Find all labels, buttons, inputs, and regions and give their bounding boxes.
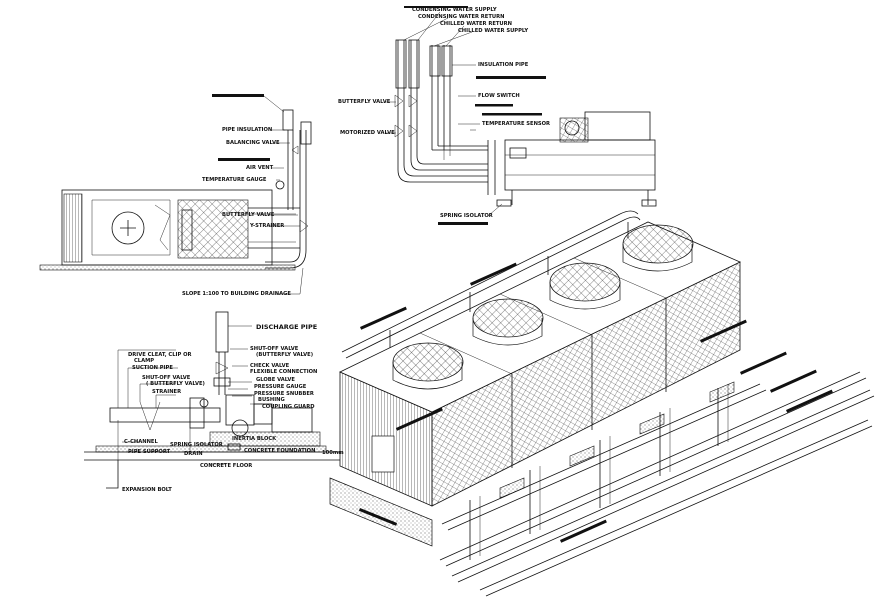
- chiller-tag-bar: [476, 76, 546, 79]
- label-dimension: 100mm: [322, 450, 344, 456]
- label-flexible-connection: FLEXIBLE CONNECTION: [250, 369, 317, 375]
- label-balancing-valve: BALANCING VALVE: [226, 140, 280, 146]
- label-insulation-pipe: INSULATION PIPE: [478, 62, 529, 68]
- label-temperature-gauge: TEMPERATURE GAUGE: [202, 177, 267, 183]
- ahu-tag-bar-2: [218, 158, 270, 161]
- label-concrete-foundation: CONCRETE FOUNDATION: [244, 448, 315, 454]
- ahu-coil: [177, 199, 249, 259]
- label-butterfly-valve: BUTTERFLY VALVE: [222, 212, 275, 218]
- label-spring-isolator-pump: SPRING ISOLATOR: [170, 442, 223, 448]
- label-drain: DRAIN: [184, 451, 203, 457]
- discharge-pipe: [215, 311, 229, 353]
- label-shut-off-valve-top: SHUT-OFF VALVE: [250, 346, 299, 352]
- label-globe-valve: GLOBE VALVE: [256, 377, 295, 383]
- label-motorized-valve: MOTORIZED VALVE: [340, 130, 395, 136]
- ahu-tag-bar: [212, 94, 264, 97]
- pump-casing: [225, 394, 255, 426]
- label-slope-note: SLOPE 1:100 TO BUILDING DRAINAGE: [182, 291, 291, 297]
- label-inertia-block: INERTIA BLOCK: [232, 436, 277, 442]
- label-butterfly-valve-chiller: BUTTERFLY VALVE: [338, 99, 391, 105]
- label-condensing-water-supply: CONDENSING WATER SUPPLY: [412, 7, 497, 13]
- label-spring-isolator-chiller: SPRING ISOLATOR: [440, 213, 493, 219]
- fan-stack-3: [549, 262, 621, 310]
- ahu-filter: [63, 193, 83, 263]
- ahu-fan: [111, 211, 145, 245]
- label-concrete-floor: CONCRETE FLOOR: [200, 463, 252, 469]
- label-chilled-water-supply: CHILLED WATER SUPPLY: [458, 28, 528, 34]
- label-condensing-water-return: CONDENSING WATER RETURN: [418, 14, 504, 20]
- label-flow-switch: FLOW SWITCH: [478, 93, 520, 99]
- label-check-valve: CHECK VALVE: [250, 363, 290, 369]
- label-temperature-sensor: TEMPERATURE SENSOR: [482, 121, 550, 127]
- chiller-detail: CONDENSING WATER SUPPLY CONDENSING WATER…: [338, 6, 657, 225]
- fan-stack-2: [472, 298, 544, 346]
- pump-detail: DISCHARGE PIPE SHUT-OFF VALVE (BUTTERFLY…: [84, 311, 344, 493]
- label-c-channel: C-CHANNEL: [124, 439, 158, 445]
- label-drive-cleat: DRIVE CLEAT, CLIP OR: [128, 352, 192, 358]
- label-pressure-snubber: PRESSURE SNUBBER: [254, 391, 314, 397]
- label-shut-off-valve-left-sub: ( BUTTERFLY VALVE): [146, 381, 205, 387]
- label-shut-off-valve-left: SHUT-OFF VALVE: [142, 375, 191, 381]
- tower-access-door: [371, 435, 395, 473]
- fan-stack-4: [622, 224, 694, 272]
- label-discharge-pipe: DISCHARGE PIPE: [256, 323, 317, 331]
- chiller-shell: [504, 139, 656, 191]
- spring-isolator: [496, 199, 512, 207]
- label-chilled-water-return: CHILLED WATER RETURN: [440, 21, 512, 27]
- chiller-compressor: [584, 111, 651, 141]
- label-suction-pipe: SUCTION PIPE: [132, 365, 173, 371]
- fan-stack-1: [392, 342, 464, 390]
- label-expansion-bolt: EXPANSION BOLT: [122, 487, 172, 493]
- label-bushing: BUSHING: [258, 397, 285, 403]
- label-pipe-support: PIPE SUPPORT: [128, 449, 171, 455]
- pump-motor: [271, 407, 313, 433]
- ahu-base: [39, 264, 296, 271]
- label-pressure-gauge: PRESSURE GAUGE: [254, 384, 307, 390]
- suction-pipe: [109, 407, 221, 423]
- label-strainer: STRAINER: [152, 389, 181, 395]
- tower-plinth: [329, 477, 433, 547]
- label-air-vent: AIR VENT: [246, 165, 274, 171]
- label-shut-off-valve-top-sub: (BUTTERFLY VALVE): [256, 352, 313, 358]
- label-pipe-insulation: PIPE INSULATION: [222, 127, 272, 133]
- cooling-tower-isometric: [329, 210, 875, 597]
- label-coupling-guard: COUPLING GUARD: [262, 404, 315, 410]
- label-y-strainer: Y-STRAINER: [249, 223, 284, 229]
- ahu-detail: PIPE INSULATION BALANCING VALVE AIR VENT…: [39, 94, 312, 297]
- label-drive-cleat-2: CLAMP: [134, 358, 154, 364]
